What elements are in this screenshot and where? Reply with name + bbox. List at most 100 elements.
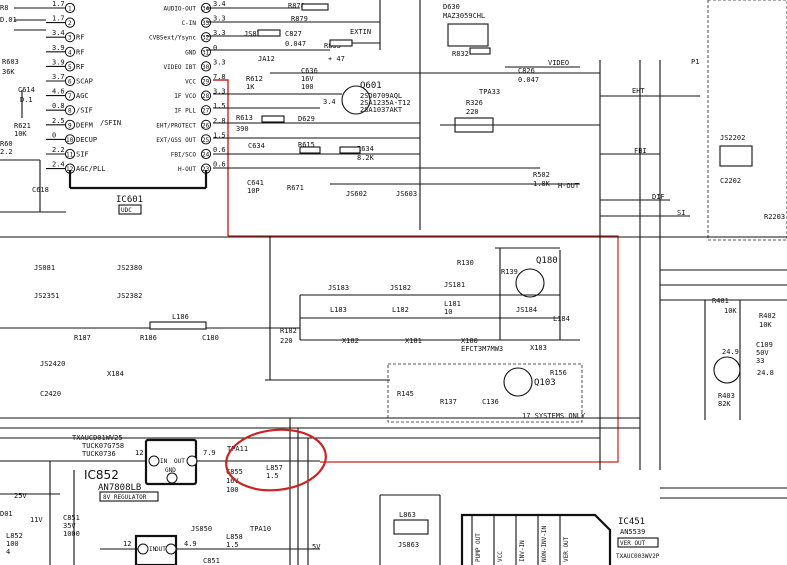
label-q601: Q601 — [360, 81, 382, 91]
pin-voltage: 3.3 — [213, 88, 226, 96]
label-d01: D.01 — [0, 16, 17, 24]
label-js081: JS081 — [34, 264, 55, 272]
label-25v: 25V — [14, 492, 27, 500]
label-x184: X184 — [107, 370, 124, 378]
pin-signal: FBI/SCO — [171, 152, 197, 159]
pin-voltage: 4.6 — [52, 88, 65, 96]
label-r60-val: 2.2 — [0, 148, 13, 156]
label-l183: L183 — [330, 306, 347, 314]
pin-voltage: 7.8 — [213, 73, 226, 81]
ic601-pin — [200, 134, 212, 145]
label-js850: JS850 — [191, 525, 212, 533]
label-js602: JS602 — [346, 190, 367, 198]
label-r130: R130 — [457, 259, 474, 267]
pin-number: 2 — [68, 20, 72, 27]
label-r187: R187 — [74, 334, 91, 342]
label-js863: JS863 — [398, 541, 419, 549]
resistor-r832 — [469, 47, 491, 55]
pin-signal-sfin: /SFIN — [100, 119, 121, 127]
bottom-ic-p12: 12 — [123, 540, 131, 548]
label-js2382: JS2382 — [117, 292, 142, 300]
pin-voltage: 1.5 — [213, 102, 226, 110]
label-c851: C851 — [63, 514, 80, 522]
label-17-systems: 17 SYSTEMS ONLY — [522, 412, 586, 420]
label-r603: R603 — [2, 58, 19, 66]
pin-number: 4 — [68, 49, 72, 56]
label-24-8: 24.8 — [757, 369, 774, 377]
label-l181: L181 — [444, 300, 461, 308]
label-q601-p3: 2SA1037AKT — [360, 106, 403, 114]
ic601-pin — [200, 90, 212, 101]
pin-signal: AGC/PLL — [76, 165, 106, 173]
label-r186: R186 — [140, 334, 157, 342]
pin-voltage: 0 — [213, 44, 217, 52]
label-r634: R634 — [357, 145, 374, 153]
pin-voltage: 1.5 — [213, 131, 226, 139]
label-r156: R156 — [550, 369, 567, 377]
ic601-pin — [200, 148, 212, 160]
ic852-pin3 — [186, 455, 198, 467]
label-l858: L858 — [226, 533, 243, 541]
pin-signal: /SIF — [76, 107, 93, 115]
pin-signal: AGC — [76, 92, 89, 100]
label-r621: R621 — [14, 122, 31, 130]
resistor-r615 — [299, 146, 321, 154]
label-si: SI — [677, 209, 685, 217]
label-r612: R612 — [246, 75, 263, 83]
ic601-pin — [64, 75, 76, 87]
jumper-js879 — [257, 29, 281, 37]
dashed-block-right — [707, 0, 787, 241]
pin-signal: H-OUT — [178, 166, 196, 173]
ic601-pin — [64, 46, 76, 57]
label-d01-b: D01 — [0, 510, 13, 518]
ic601-pin — [64, 17, 76, 28]
ic601-pin — [200, 75, 212, 87]
label-r60: R60 — [0, 140, 13, 148]
pin-number: 1 — [68, 6, 72, 13]
ic601-pin — [64, 119, 76, 130]
label-extin: EXTIN — [350, 28, 371, 36]
label-r401: R401 — [712, 297, 729, 305]
label-tpa11: TPA11 — [227, 445, 248, 453]
label-c855-val: 100 — [226, 486, 239, 494]
pin-signal: DECUP — [76, 136, 97, 144]
ic852-pin2 — [166, 472, 178, 484]
ic601-pin — [64, 90, 76, 101]
ic601-pin — [200, 105, 212, 116]
label-r8: R8 — [0, 4, 8, 12]
label-c641: C641 — [247, 179, 264, 187]
label-l852-val: 100 — [6, 540, 19, 548]
pin-voltage: 3.9 — [52, 58, 65, 66]
ic451-pin-label: VER OUT — [563, 536, 570, 562]
pin-signal: SIF — [76, 151, 89, 159]
pin-voltage: 3.7 — [52, 73, 65, 81]
pin-number: 29 — [202, 79, 210, 86]
label-c851-v: 35V — [63, 522, 76, 530]
dashed-block-17-systems — [387, 363, 583, 423]
pin-voltage: 3.4 — [52, 29, 65, 37]
label-r182: R182 — [280, 327, 297, 335]
label-js603: JS603 — [396, 190, 417, 198]
ic451-pin-label: INV-IN — [519, 540, 526, 562]
label-x182: X182 — [342, 337, 359, 345]
pin-signal: DEFM — [76, 121, 93, 129]
pin-signal: AUDIO-OUT — [163, 6, 196, 13]
label-11v: 11V — [30, 516, 43, 524]
pin-number: 24 — [202, 152, 210, 159]
pin-number: 27 — [202, 108, 210, 115]
label-ic451-tag: VER OUT — [620, 540, 646, 547]
transistor-q103 — [503, 367, 533, 397]
label-5v: 5V — [312, 543, 321, 551]
label-dif: DIF — [652, 193, 665, 201]
label-c614-val: D.1 — [20, 96, 33, 104]
label-390: 390 — [236, 125, 249, 133]
pin-voltage: 3.9 — [52, 44, 65, 52]
label-c634: C634 — [248, 142, 265, 150]
pin-voltage: 0.8 — [52, 102, 65, 110]
pin-signal: SCAP — [76, 78, 93, 86]
label-x181: X181 — [405, 337, 422, 345]
label-r139: R139 — [501, 268, 518, 276]
label-c109: C109 — [756, 341, 773, 349]
label-c855: C855 — [226, 468, 243, 476]
pin-voltage: 3.3 — [213, 15, 226, 23]
